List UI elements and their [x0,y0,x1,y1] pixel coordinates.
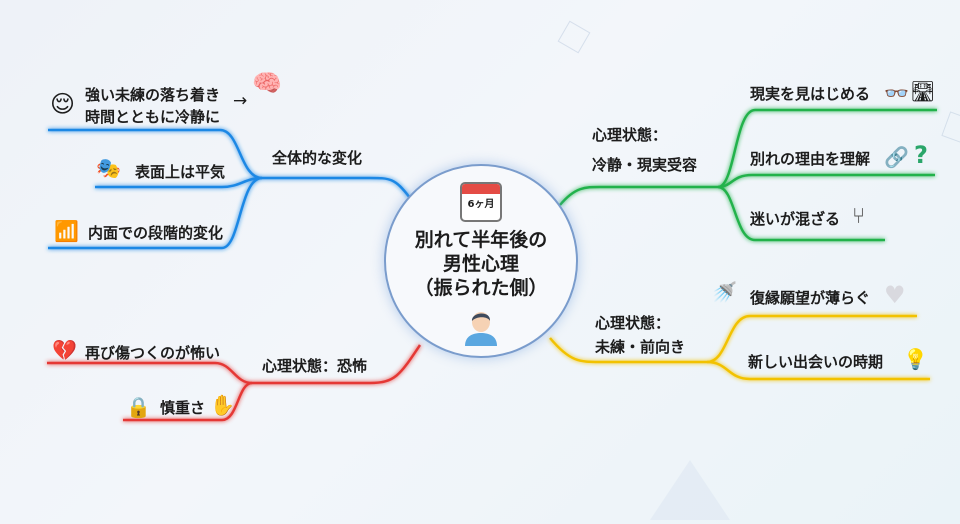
calendar-icon: 6ヶ月 [460,182,502,222]
branch-label-forward: 未練・前向き [595,338,686,356]
leaf-text: 再び傷つくのが怖い [85,344,221,362]
branch-label-fear: 心理状態：恐怖 [262,357,368,375]
central-title-line: 別れて半年後の [414,229,548,251]
road-icon: 🛣 [910,79,936,103]
branch-label-forward: 心理状態： [595,314,671,332]
central-title-line: 男性心理 [442,253,519,275]
lightbulb-icon: 💡 [903,347,928,371]
decorative-triangle [650,460,730,520]
leaf-text: 現実を見はじめる [750,85,871,103]
person-icon [465,312,497,346]
leaf-text: 内面での段階的変化 [88,224,224,242]
arrow-icon: → [233,91,248,111]
leaf-text: 強い未練の落ち着き [85,86,221,104]
leaf-text: 表面上は平気 [135,163,226,181]
branch-label-calm: 心理状態： [592,126,668,144]
split-arrow-icon: ⑂ [852,204,866,229]
branch-label-calm: 冷静・現実受容 [592,156,698,174]
leaf-text: 慎重さ [160,399,206,417]
question-icon: ? [914,141,928,169]
leaf-text: 新しい出会いの時期 [748,353,884,371]
branch-lines-fear [47,344,422,422]
branch-label-overall: 全体的な変化 [272,149,363,167]
calendar-label: 6ヶ月 [467,199,495,210]
watering-can-icon: 🚿 [712,280,737,304]
fading-heart-icon: ♥ [884,281,906,309]
lock-icon: 🔒 [126,395,151,419]
central-topic: 6ヶ月 別れて半年後の 男性心理 （振られた側） [384,164,578,358]
branch-lines-calm [559,108,937,242]
leaf-text: 迷いが混ざる [750,210,841,228]
leaf-text: 別れの理由を理解 [750,150,871,168]
branch-lines-overall [48,128,411,250]
leaf-text: 復縁願望が薄らぐ [750,289,871,307]
relieved-face-icon: 😌 [50,90,76,118]
broken-heart-icon: 💔 [52,338,77,362]
branch-lines-forward [549,314,930,381]
broken-chain-icon: 🔗 [884,145,909,169]
brain-gears-icon: 🧠 [252,69,282,97]
central-title-line: （振られた側） [414,277,548,299]
central-title: 別れて半年後の 男性心理 （振られた側） [414,228,547,300]
mask-icon: 🎭 [96,156,121,180]
stairs-up-icon: 📶 [54,219,79,243]
glasses-icon: 👓 [884,81,909,105]
leaf-text: 時間とともに冷静に [85,108,221,126]
stop-hand-icon: ✋ [210,393,235,417]
